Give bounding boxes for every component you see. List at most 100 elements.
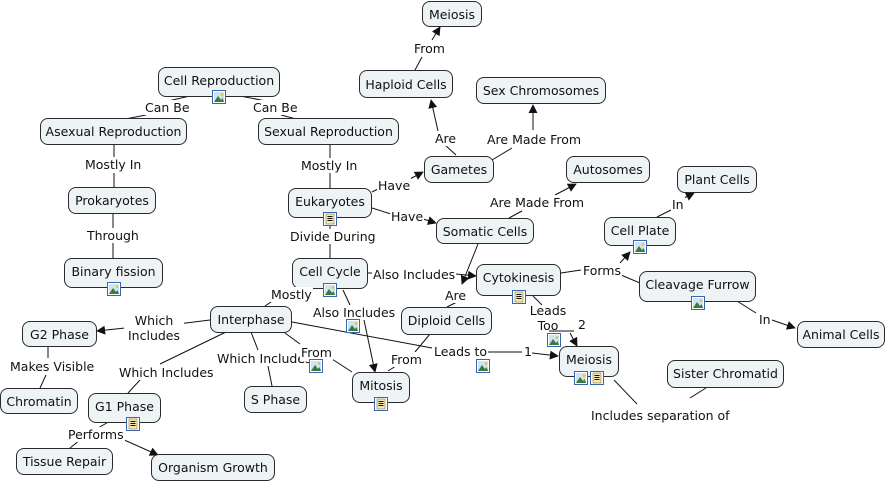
- link-are-haploid[interactable]: Are: [434, 131, 458, 146]
- node-autosomes[interactable]: Autosomes: [566, 156, 650, 183]
- node-cell-plate[interactable]: Cell Plate: [604, 217, 676, 246]
- node-asexual-reproduction[interactable]: Asexual Reproduction: [40, 118, 187, 145]
- document-icon[interactable]: [512, 290, 526, 304]
- image-icon[interactable]: [107, 282, 121, 296]
- link-are-made-from-sex[interactable]: Are Made From: [486, 132, 583, 147]
- node-g1-phase[interactable]: G1 Phase: [88, 393, 161, 423]
- link-also-includes-cytokinesis[interactable]: Also Includes: [372, 267, 457, 282]
- node-sex-chromosomes[interactable]: Sex Chromosomes: [476, 77, 606, 104]
- node-haploid-cells[interactable]: Haploid Cells: [359, 70, 453, 98]
- link-mostly-in-euk[interactable]: Mostly In: [300, 158, 359, 173]
- node-chromatin[interactable]: Chromatin: [0, 388, 78, 414]
- document-icon[interactable]: [590, 371, 604, 385]
- node-sexual-reproduction[interactable]: Sexual Reproduction: [258, 118, 399, 145]
- link-are-made-from-auto[interactable]: Are Made From: [489, 195, 586, 210]
- node-tissue-repair[interactable]: Tissue Repair: [16, 448, 113, 475]
- link-number-1: 1: [524, 344, 532, 359]
- node-label: Prokaryotes: [75, 193, 149, 208]
- image-icon[interactable]: [323, 283, 337, 297]
- node-label: Sex Chromosomes: [482, 83, 600, 98]
- node-plant-cells[interactable]: Plant Cells: [677, 166, 757, 193]
- link-mostly-in-prok[interactable]: Mostly In: [84, 157, 143, 172]
- node-label: Eukaryotes: [295, 194, 365, 209]
- node-cytokinesis[interactable]: Cytokinesis: [476, 264, 561, 296]
- link-from-meiosis[interactable]: From: [413, 41, 446, 56]
- node-label: G1 Phase: [95, 399, 154, 414]
- node-label: Sexual Reproduction: [264, 124, 393, 139]
- node-organism-growth[interactable]: Organism Growth: [151, 454, 275, 481]
- link-leads-to[interactable]: Leads to: [433, 344, 489, 359]
- image-icon[interactable]: [547, 333, 561, 347]
- node-cleavage-furrow[interactable]: Cleavage Furrow: [639, 271, 756, 302]
- node-eukaryotes[interactable]: Eukaryotes: [288, 188, 372, 218]
- link-performs[interactable]: Performs: [67, 427, 125, 442]
- document-icon[interactable]: [323, 212, 337, 226]
- link-forms[interactable]: Forms: [582, 263, 623, 278]
- node-s-phase[interactable]: S Phase: [244, 386, 307, 413]
- link-through[interactable]: Through: [86, 228, 140, 243]
- image-icon[interactable]: [691, 296, 705, 310]
- node-prokaryotes[interactable]: Prokaryotes: [68, 187, 156, 214]
- node-meiosis-top[interactable]: Meiosis: [422, 1, 482, 27]
- link-can-be-asexual[interactable]: Can Be: [144, 100, 191, 115]
- link-have-somatic[interactable]: Have: [390, 209, 425, 224]
- node-label: Cell Cycle: [299, 264, 361, 279]
- link-number-2: 2: [578, 317, 586, 332]
- link-divide-during[interactable]: Divide During: [289, 229, 377, 244]
- link-are-diploid[interactable]: Are: [444, 288, 468, 303]
- node-label: Cell Reproduction: [163, 73, 275, 88]
- link-can-be-sexual[interactable]: Can Be: [252, 100, 299, 115]
- node-label: Autosomes: [573, 162, 643, 177]
- document-icon[interactable]: [374, 397, 388, 411]
- node-interphase[interactable]: Interphase: [210, 306, 292, 333]
- link-have-gametes[interactable]: Have: [377, 178, 412, 193]
- node-label: G2 Phase: [30, 327, 89, 342]
- node-cell-cycle[interactable]: Cell Cycle: [292, 258, 368, 289]
- link-mostly-interphase[interactable]: Mostly: [270, 287, 313, 302]
- node-label: S Phase: [250, 392, 301, 407]
- link-from-diploid[interactable]: From: [390, 352, 423, 367]
- link-which-includes-s[interactable]: Which Includes: [216, 351, 313, 366]
- node-label: Asexual Reproduction: [45, 124, 182, 139]
- node-label: Interphase: [217, 312, 285, 327]
- document-icon[interactable]: [126, 417, 140, 431]
- link-makes-visible[interactable]: Makes Visible: [9, 359, 96, 374]
- image-icon[interactable]: [212, 90, 226, 104]
- link-leads-too[interactable]: Leads Too: [529, 303, 567, 333]
- node-label: Gametes: [430, 162, 488, 177]
- node-g2-phase[interactable]: G2 Phase: [22, 321, 97, 347]
- node-label: Plant Cells: [684, 172, 750, 187]
- node-sister-chromatid[interactable]: Sister Chromatid: [667, 360, 784, 388]
- node-label: Somatic Cells: [442, 224, 528, 239]
- node-animal-cells[interactable]: Animal Cells: [797, 321, 885, 348]
- link-also-includes-mitosis[interactable]: Also Includes: [312, 305, 397, 320]
- node-gametes[interactable]: Gametes: [424, 156, 494, 183]
- image-icon[interactable]: [309, 359, 323, 373]
- link-from-interphase[interactable]: From: [300, 345, 333, 360]
- node-label: Haploid Cells: [365, 77, 447, 92]
- node-label: Binary fission: [71, 264, 156, 279]
- link-in-animal[interactable]: In: [758, 312, 772, 327]
- link-includes-separation[interactable]: Includes separation of: [590, 408, 731, 423]
- node-cell-reproduction[interactable]: Cell Reproduction: [158, 67, 280, 97]
- image-icon[interactable]: [574, 371, 588, 385]
- node-meiosis[interactable]: Meiosis: [559, 346, 619, 377]
- node-label: Meiosis: [428, 7, 476, 22]
- image-icon[interactable]: [346, 319, 360, 333]
- node-somatic-cells[interactable]: Somatic Cells: [436, 218, 534, 244]
- image-icon[interactable]: [476, 359, 490, 373]
- node-label: Tissue Repair: [22, 454, 107, 469]
- link-which-includes-g1[interactable]: Which Includes: [118, 365, 215, 380]
- node-label: Cell Plate: [610, 223, 670, 238]
- node-binary-fission[interactable]: Binary fission: [64, 258, 163, 288]
- node-label: Meiosis: [565, 352, 613, 367]
- node-label: Sister Chromatid: [673, 366, 778, 381]
- node-label: Organism Growth: [158, 460, 268, 475]
- node-mitosis[interactable]: Mitosis: [352, 372, 410, 403]
- image-icon[interactable]: [633, 240, 647, 254]
- link-which-includes-g2[interactable]: Which Includes: [124, 313, 184, 343]
- node-diploid-cells[interactable]: Diploid Cells: [401, 307, 492, 335]
- link-in-plant[interactable]: In: [671, 197, 685, 212]
- node-label: Chromatin: [6, 394, 72, 409]
- node-label: Mitosis: [359, 378, 403, 393]
